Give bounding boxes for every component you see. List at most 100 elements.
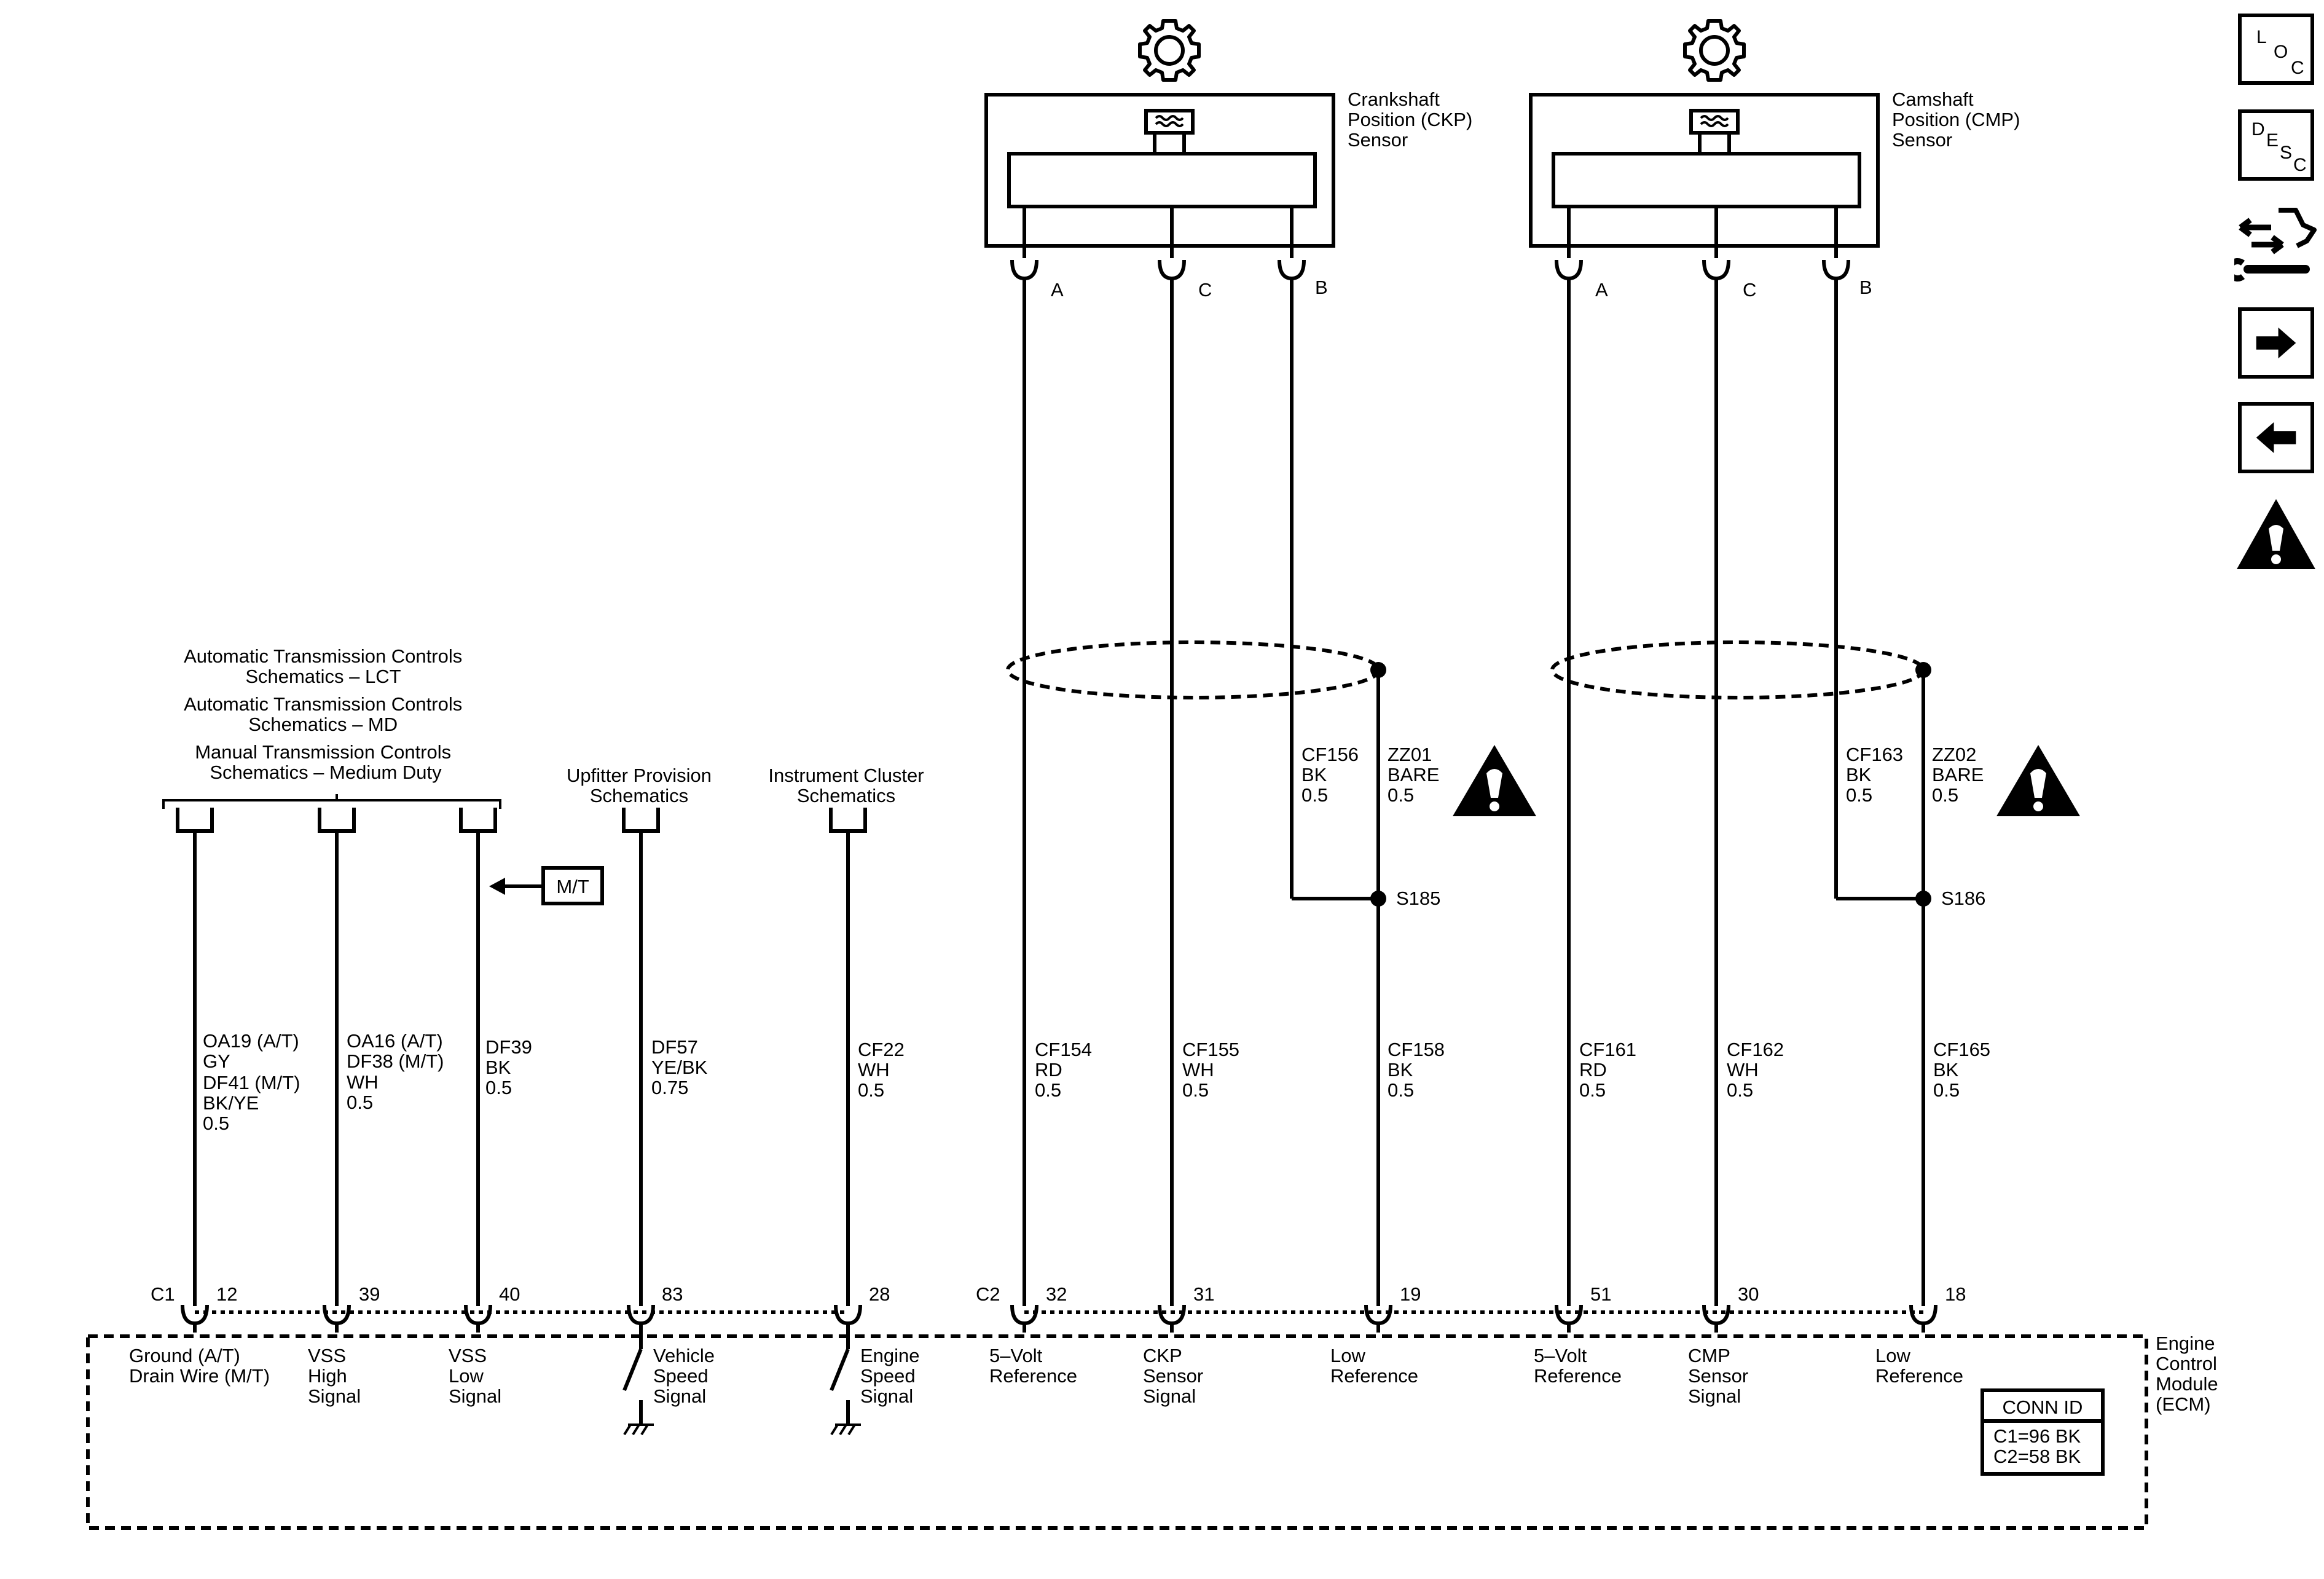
ecm-terminal-stubs [193, 1323, 1925, 1333]
mt-arrow-head [489, 878, 505, 895]
ecm-pin-number: 39 [359, 1283, 380, 1305]
ckp-connector-icon [1146, 111, 1193, 154]
ecm-pin-number: 32 [1046, 1283, 1067, 1305]
transmission-schematic-refs: Automatic Transmission Controls Schemati… [184, 645, 468, 783]
connector-id-c2: C2 [976, 1283, 1000, 1305]
ecm-pin-number: 18 [1945, 1283, 1966, 1305]
sensor-internal-leads [1023, 207, 1838, 258]
mt-option-box [541, 866, 604, 905]
cmp-gear-icon [1685, 21, 1744, 80]
ckp-pin-label: A [1051, 279, 1064, 301]
ckp-pin-c-terminal [1160, 260, 1184, 278]
ecm-pin-number: 40 [499, 1283, 520, 1305]
circuit-wires [193, 278, 1925, 1306]
transmission-ref-bracket [162, 799, 501, 809]
splice-s186-node [1915, 891, 1931, 907]
splice-s185-node [1370, 891, 1386, 907]
cmp-connector-icon [1691, 111, 1738, 154]
caution-icon[interactable] [1453, 745, 1536, 816]
cmp-pin-a-terminal [1557, 260, 1581, 278]
cmp-pin-label: C [1743, 279, 1756, 301]
loc-letter: L [2256, 27, 2267, 47]
desc-letter: D [2251, 119, 2265, 140]
splice-label: S186 [1941, 888, 1985, 909]
ecm-pin-number: 19 [1400, 1283, 1421, 1305]
desc-letter: E [2266, 130, 2279, 151]
ckp-sensor-housing [984, 93, 1335, 248]
internal-switch-symbols [622, 1333, 850, 1425]
cmp-pin-c-terminal [1704, 260, 1729, 278]
ckp-pin-label: B [1315, 277, 1328, 298]
ckp-gear-icon [1140, 21, 1199, 80]
ckp-shield-ellipse [1006, 640, 1381, 699]
ecm-signal-label: Ground (A/T)Drain Wire (M/T) [129, 1345, 270, 1387]
ecm-pin-number: 83 [662, 1283, 683, 1305]
ckp-pin-label: C [1198, 279, 1212, 301]
ecm-pin-number: 31 [1193, 1283, 1214, 1305]
connector-id-c1: C1 [151, 1283, 175, 1305]
ecm-pin-number: 30 [1738, 1283, 1759, 1305]
loc-letter: C [2291, 58, 2304, 78]
ckp-pin-a-terminal [1012, 260, 1037, 278]
ckp-shield-node [1370, 662, 1386, 678]
ecm-pin-number: 12 [216, 1283, 237, 1305]
desc-letter: S [2280, 143, 2293, 163]
description-button[interactable]: D E S C [2238, 109, 2314, 181]
next-button[interactable] [2238, 307, 2314, 379]
caution-icon[interactable] [1996, 745, 2080, 816]
caution-button[interactable] [2234, 497, 2318, 572]
desc-letter: C [2293, 155, 2307, 175]
mt-option-label: M/T [556, 876, 589, 897]
ckp-pin-b-terminal [1279, 260, 1304, 278]
connector-tool-button[interactable] [2234, 200, 2318, 283]
conn-id-title: CONN ID [2003, 1396, 2083, 1418]
caution-icon [2237, 499, 2315, 569]
previous-button[interactable] [2238, 402, 2314, 473]
chassis-ground-icon [623, 1423, 861, 1436]
arrow-left-icon [2256, 422, 2296, 454]
cmp-sensor-element [1552, 152, 1861, 208]
cmp-pin-label: A [1595, 279, 1608, 301]
cmp-pin-b-terminal [1824, 260, 1848, 278]
cmp-shield-node [1915, 662, 1931, 678]
ecm-pin-number: 28 [869, 1283, 890, 1305]
conn-id-table [1981, 1388, 2105, 1476]
location-button[interactable]: L O C [2238, 14, 2314, 85]
splice-label: S185 [1396, 888, 1440, 909]
ecm-pin-number: 51 [1590, 1283, 1611, 1305]
ckp-sensor-element [1007, 152, 1317, 208]
cmp-pin-label: B [1859, 277, 1872, 298]
cmp-sensor-housing [1529, 93, 1880, 248]
